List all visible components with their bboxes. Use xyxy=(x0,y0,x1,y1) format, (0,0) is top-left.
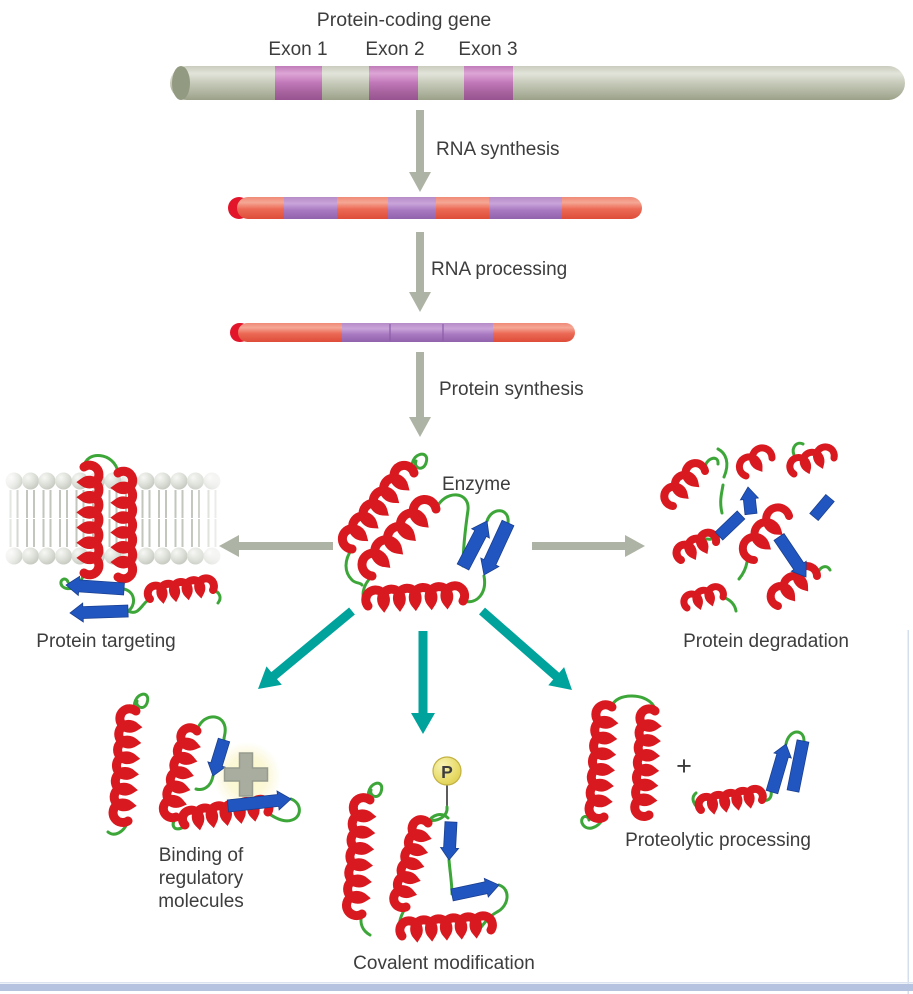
binding-arrow xyxy=(258,607,355,689)
binding-label-line1: Binding of xyxy=(158,845,244,866)
mrna-joined-exons xyxy=(342,323,493,342)
cleaved-protein-fragments xyxy=(580,694,810,830)
exon-2-segment xyxy=(369,66,418,100)
rna-synthesis-label: RNA synthesis xyxy=(436,139,560,160)
rna-processing-label: RNA processing xyxy=(431,259,568,280)
transmembrane-helix xyxy=(76,460,104,580)
gene-bar xyxy=(170,66,905,100)
covalent-modification-label: Covalent modification xyxy=(353,953,535,974)
lipid-head xyxy=(154,472,171,490)
exon-3-segment xyxy=(464,66,513,100)
frame-bottom-border xyxy=(0,984,913,991)
lipid-head xyxy=(55,472,72,490)
lipid-head xyxy=(137,472,155,490)
lipid-head xyxy=(55,547,72,565)
proteolysis-arrow xyxy=(479,607,572,690)
mrna-bar xyxy=(230,323,575,342)
lipid-head xyxy=(187,547,204,565)
phosphorylated-protein xyxy=(342,756,509,943)
enzyme-label: Enzyme xyxy=(442,474,511,495)
gene-bar-end-cap xyxy=(172,66,190,100)
exon-1-segment xyxy=(275,66,322,100)
frame-right-border xyxy=(907,630,909,994)
lipid-head xyxy=(170,472,188,490)
frame-bottom-highlight xyxy=(0,982,913,984)
phosphate-group-icon xyxy=(432,756,462,786)
lipid-head xyxy=(22,472,39,490)
protein-degradation-label: Protein degradation xyxy=(683,631,849,652)
lipid-head xyxy=(5,472,23,490)
lipid-head xyxy=(203,472,221,490)
rna-exon-segment xyxy=(284,197,337,219)
regulated-protein xyxy=(106,692,301,836)
targeting-arrow xyxy=(219,535,333,557)
protein-synthesis-arrow xyxy=(409,352,431,437)
lipid-head xyxy=(154,547,171,565)
degraded-protein-fragments xyxy=(660,441,838,613)
lipid-head xyxy=(137,547,155,565)
rna-exon-segment xyxy=(489,197,562,219)
lipid-head xyxy=(22,547,39,565)
plus-sign: + xyxy=(676,751,692,781)
lipid-head xyxy=(170,547,188,565)
protein-synthesis-label: Protein synthesis xyxy=(439,379,584,400)
lipid-head xyxy=(38,472,56,490)
degradation-arrow xyxy=(532,535,645,557)
diagram-title: Protein-coding gene xyxy=(316,9,492,31)
exon-1-label: Exon 1 xyxy=(268,39,328,60)
rna-exon-segment xyxy=(388,197,436,219)
rna-synthesis-arrow xyxy=(409,110,431,192)
binding-label-line3: molecules xyxy=(158,891,244,912)
regulatory-molecule-icon xyxy=(223,752,269,797)
binding-label-line2: regulatory xyxy=(158,868,244,889)
phosphate-label: P xyxy=(441,762,453,782)
exon-2-label: Exon 2 xyxy=(365,39,425,60)
proteolytic-processing-label: Proteolytic processing xyxy=(625,830,811,851)
protein-targeting-label: Protein targeting xyxy=(36,631,176,652)
lipid-head xyxy=(38,547,56,565)
exon-3-label: Exon 3 xyxy=(458,39,518,60)
targeted-protein xyxy=(59,454,222,623)
lipid-head xyxy=(203,547,221,565)
rna-transcript-bar xyxy=(228,197,642,219)
rna-processing-arrow xyxy=(409,232,431,312)
lipid-head xyxy=(187,472,204,490)
enzyme-protein xyxy=(337,452,515,613)
modification-arrow xyxy=(411,631,435,734)
lipid-head xyxy=(5,547,23,565)
transmembrane-helix xyxy=(110,466,138,584)
